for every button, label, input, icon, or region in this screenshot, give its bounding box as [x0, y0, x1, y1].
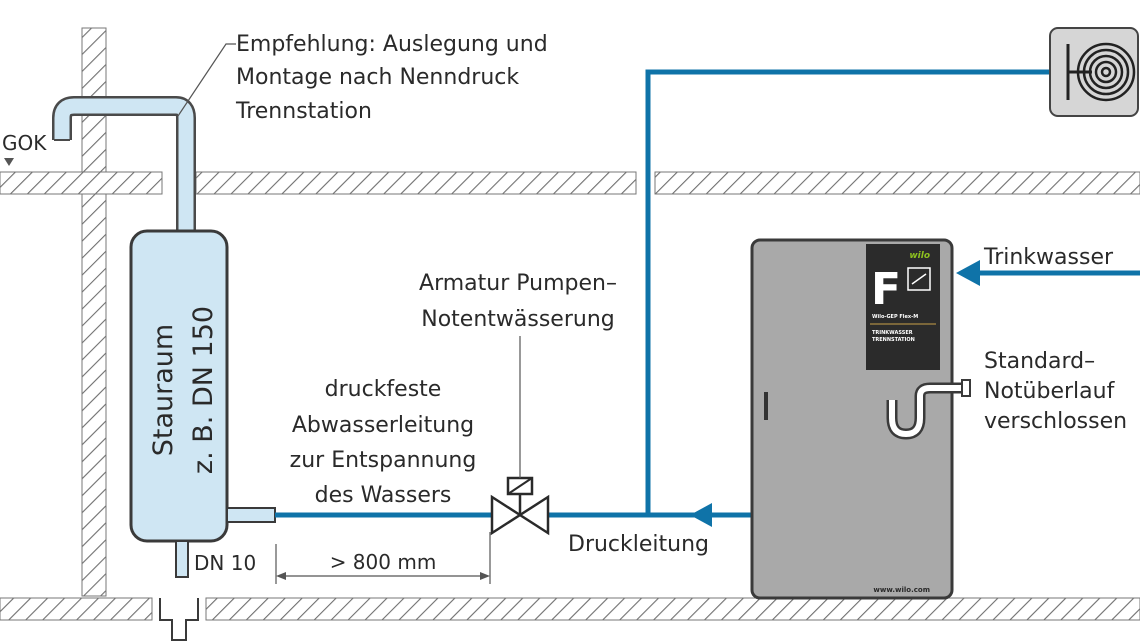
valve-label-1: Armatur Pumpen–: [419, 271, 617, 296]
brand-logo: wilo: [909, 251, 930, 261]
blue-pipework: [275, 69, 1140, 527]
dn10-label: DN 10: [194, 551, 256, 575]
station-subtitle-1: TRINKWASSER: [872, 330, 913, 336]
distance-label: > 800 mm: [330, 550, 437, 574]
pipe-label-2: Abwasserleitung: [292, 413, 474, 438]
recommendation-line-2: Montage nach Nenndruck: [236, 65, 519, 90]
pressure-line-label: Druckleitung: [568, 532, 709, 557]
recommendation-leader: [177, 43, 236, 117]
panel-symbol-icon: [907, 267, 931, 291]
tank-label-2: z. B. DN 150: [188, 306, 219, 474]
vent-pipe: [52, 96, 196, 232]
recommendation-line-1: Empfehlung: Auslegung und: [236, 32, 548, 57]
valve-label-2: Notentwässerung: [421, 307, 614, 332]
pressure-flow-arrow-icon: [690, 503, 712, 527]
pipe-label-4: des Wassers: [315, 483, 452, 508]
recommendation-line-3: Trennstation: [235, 99, 372, 124]
distance-dimension: [275, 532, 491, 584]
overflow-label-2: Notüberlauf: [984, 379, 1116, 404]
overflow-label-3: verschlossen: [984, 409, 1127, 434]
station-letter: F: [871, 264, 901, 315]
drinking-water-arrow-icon: [956, 260, 980, 286]
pipe-label-1: druckfeste: [325, 377, 442, 402]
floor-slab-bottom: [0, 597, 1140, 621]
tank-bottom-outlet: [159, 540, 199, 641]
station-panel: [866, 244, 940, 370]
overflow-label-1: Standard–: [984, 349, 1095, 374]
wall-vertical: [81, 27, 107, 597]
hose-reel-icon: [1049, 27, 1139, 117]
station-model: Wilo-GEP Flex-M: [872, 314, 918, 320]
overflow-siphon: [886, 379, 971, 440]
tank-side-outlet: [226, 507, 276, 523]
floor-slab-upper: [0, 171, 1140, 195]
drinking-water-label: Trinkwasser: [983, 245, 1114, 270]
tank-label-1: Stauraum: [148, 324, 179, 456]
emergency-drain-valve: [490, 476, 550, 536]
gok-marker-icon: [4, 158, 14, 166]
pipe-label-3: zur Entspannung: [290, 448, 477, 473]
storage-tank: Stauraum z. B. DN 150: [129, 229, 229, 543]
separation-station: wilo F Wilo-GEP Flex-M TRINKWASSER TRENN…: [750, 238, 954, 600]
station-subtitle-2: TRENNSTATION: [872, 337, 915, 343]
gok-label: GOK: [2, 131, 47, 155]
station-footer: www.wilo.com: [873, 586, 930, 594]
